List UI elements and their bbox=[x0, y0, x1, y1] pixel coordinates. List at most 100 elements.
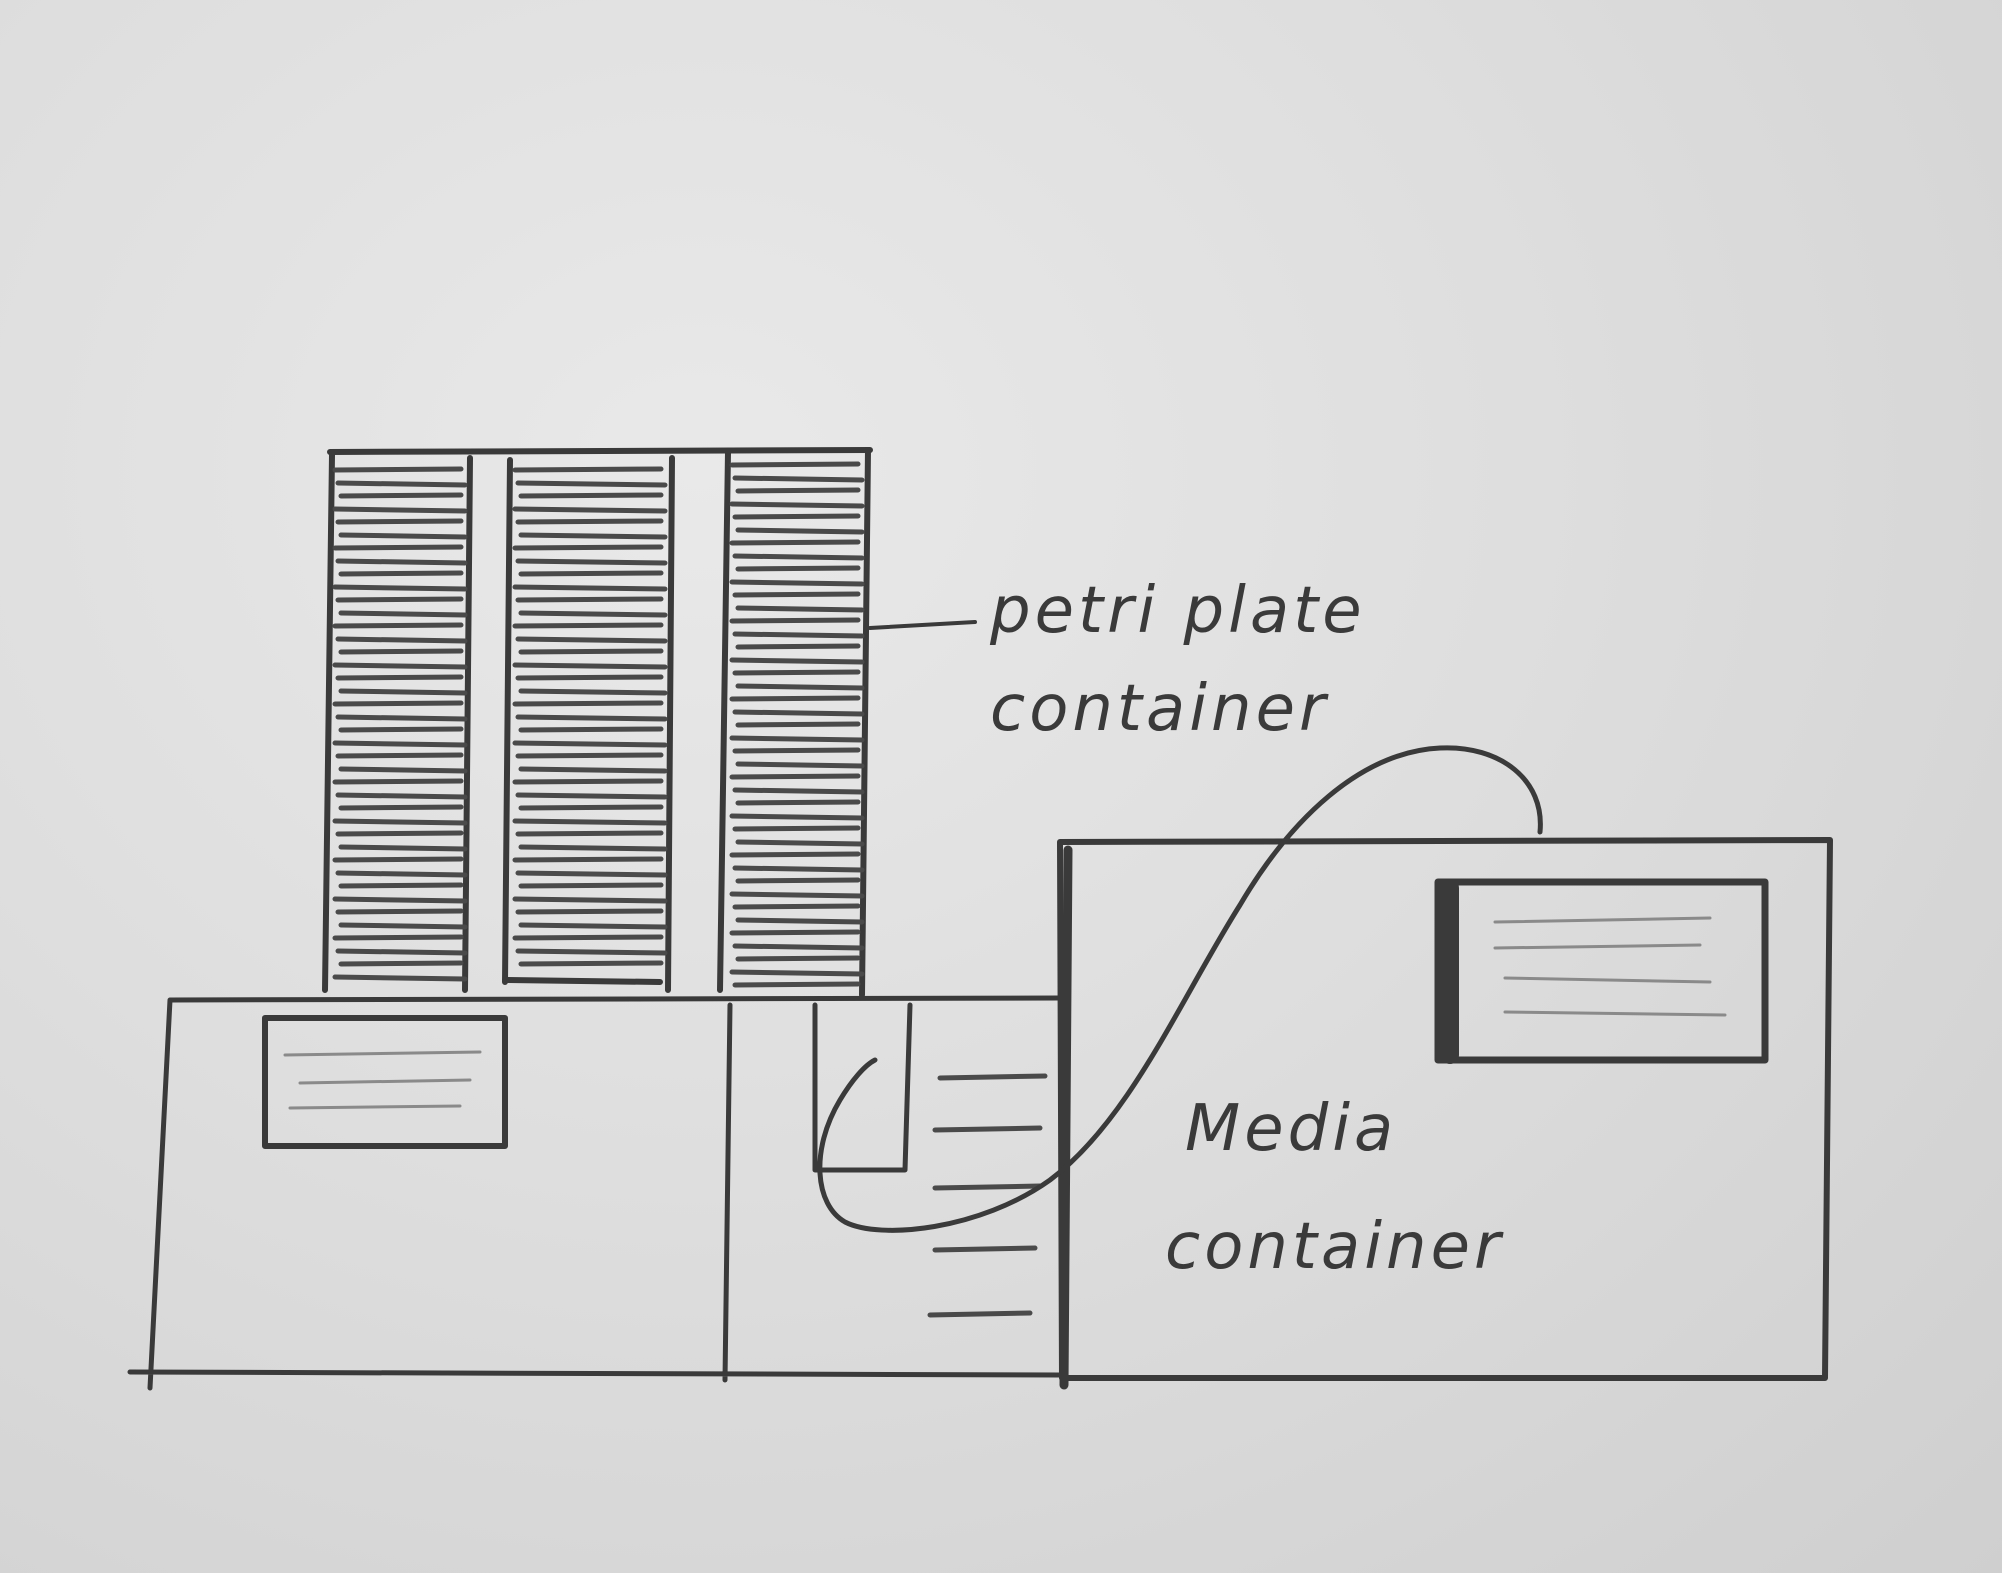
hatch-stroke bbox=[338, 951, 465, 953]
hatch-stroke bbox=[335, 665, 465, 667]
hatch-stroke bbox=[732, 542, 858, 543]
hatch-stroke bbox=[518, 911, 661, 912]
hatch-stroke bbox=[518, 951, 665, 953]
hatch-stroke bbox=[735, 946, 862, 948]
hatch-stroke bbox=[515, 937, 661, 938]
petri-column-2-hatching bbox=[515, 469, 665, 964]
hatch-stroke bbox=[335, 625, 461, 626]
hatch-stroke bbox=[338, 677, 461, 678]
hatch-stroke bbox=[738, 686, 862, 688]
hatch-stroke bbox=[338, 717, 465, 719]
hatch-stroke bbox=[341, 613, 465, 615]
petri-label-leader bbox=[870, 622, 975, 628]
hatch-stroke bbox=[521, 925, 665, 927]
hatch-stroke bbox=[732, 620, 858, 621]
hatch-stroke bbox=[515, 509, 665, 511]
hatch-stroke bbox=[338, 521, 461, 522]
media-display-panel bbox=[1438, 882, 1765, 1060]
hatch-stroke bbox=[735, 556, 862, 558]
hatch-stroke bbox=[735, 984, 858, 985]
hatch-stroke bbox=[518, 561, 665, 563]
hatch-stroke bbox=[515, 859, 661, 860]
hatch-stroke bbox=[341, 807, 461, 808]
hatch-stroke bbox=[735, 828, 858, 829]
hatch-stroke bbox=[338, 483, 465, 485]
hatch-stroke bbox=[518, 717, 665, 719]
hatch-stroke bbox=[335, 509, 465, 511]
hatch-stroke bbox=[341, 885, 461, 886]
hatch-stroke bbox=[335, 821, 465, 823]
hatch-stroke bbox=[335, 469, 461, 470]
hatch-stroke bbox=[521, 573, 661, 574]
media-label-line-1: Media bbox=[1185, 1092, 1397, 1166]
hatch-stroke bbox=[338, 599, 461, 600]
hatch-stroke bbox=[518, 833, 661, 834]
hatch-stroke bbox=[738, 608, 862, 610]
hatch-stroke bbox=[341, 847, 465, 849]
hatch-stroke bbox=[732, 932, 858, 933]
hatch-stroke bbox=[335, 743, 465, 745]
hatch-stroke bbox=[735, 594, 858, 595]
hatch-stroke bbox=[335, 781, 461, 782]
hatch-stroke bbox=[518, 873, 665, 875]
base-unit bbox=[130, 998, 1060, 1388]
hatch-stroke bbox=[335, 587, 465, 589]
hatch-stroke bbox=[515, 703, 661, 704]
hatch-stroke bbox=[515, 625, 661, 626]
hatch-stroke bbox=[735, 634, 862, 636]
hatch-stroke bbox=[518, 599, 661, 600]
hatch-stroke bbox=[521, 885, 661, 886]
hatch-stroke bbox=[735, 790, 862, 792]
hatch-stroke bbox=[735, 712, 862, 714]
hatch-stroke bbox=[518, 795, 665, 797]
hatch-stroke bbox=[738, 880, 858, 881]
hatch-stroke bbox=[518, 755, 661, 756]
hatch-stroke bbox=[335, 937, 461, 938]
hatch-stroke bbox=[738, 530, 862, 532]
base-outline bbox=[130, 998, 1060, 1388]
hatch-stroke bbox=[732, 816, 862, 818]
hatch-stroke bbox=[515, 469, 661, 470]
petri-label-line-1: petri plate bbox=[989, 574, 1366, 648]
hatch-stroke bbox=[738, 802, 858, 803]
media-label-line-2: container bbox=[1165, 1210, 1504, 1284]
hatch-stroke bbox=[738, 490, 858, 491]
hatch-stroke bbox=[341, 651, 461, 652]
hatch-stroke bbox=[521, 495, 661, 496]
hatch-stroke bbox=[735, 868, 862, 870]
hatch-stroke bbox=[338, 561, 465, 563]
hatch-stroke bbox=[738, 724, 858, 725]
hatch-stroke bbox=[335, 547, 461, 548]
hatch-stroke bbox=[341, 925, 465, 927]
hatch-stroke bbox=[335, 899, 465, 901]
hatch-stroke bbox=[521, 691, 665, 693]
hatch-stroke bbox=[518, 677, 661, 678]
hatch-stroke bbox=[515, 665, 665, 667]
hatch-stroke bbox=[521, 613, 665, 615]
petri-column-3 bbox=[720, 450, 868, 995]
petri-plate-container bbox=[325, 450, 975, 995]
petri-column-1 bbox=[325, 455, 470, 990]
hatch-stroke bbox=[335, 977, 465, 979]
hatch-stroke bbox=[738, 920, 862, 922]
hatch-stroke bbox=[341, 963, 461, 964]
connecting-tube bbox=[820, 748, 1541, 1230]
hatch-stroke bbox=[341, 495, 461, 496]
hatch-stroke bbox=[515, 821, 665, 823]
media-label: Media container bbox=[1165, 1092, 1504, 1284]
hatch-stroke bbox=[338, 873, 465, 875]
media-display-lines bbox=[1495, 918, 1725, 1015]
hatch-stroke bbox=[521, 807, 661, 808]
hatch-stroke bbox=[732, 464, 858, 465]
hatch-stroke bbox=[515, 781, 661, 782]
hatch-stroke bbox=[732, 660, 862, 662]
hatch-stroke bbox=[738, 764, 862, 766]
hatch-stroke bbox=[341, 691, 465, 693]
hatch-stroke bbox=[515, 899, 665, 901]
hatch-stroke bbox=[335, 703, 461, 704]
hatch-stroke bbox=[515, 743, 665, 745]
hatch-stroke bbox=[735, 516, 858, 517]
hatch-stroke bbox=[521, 769, 665, 771]
